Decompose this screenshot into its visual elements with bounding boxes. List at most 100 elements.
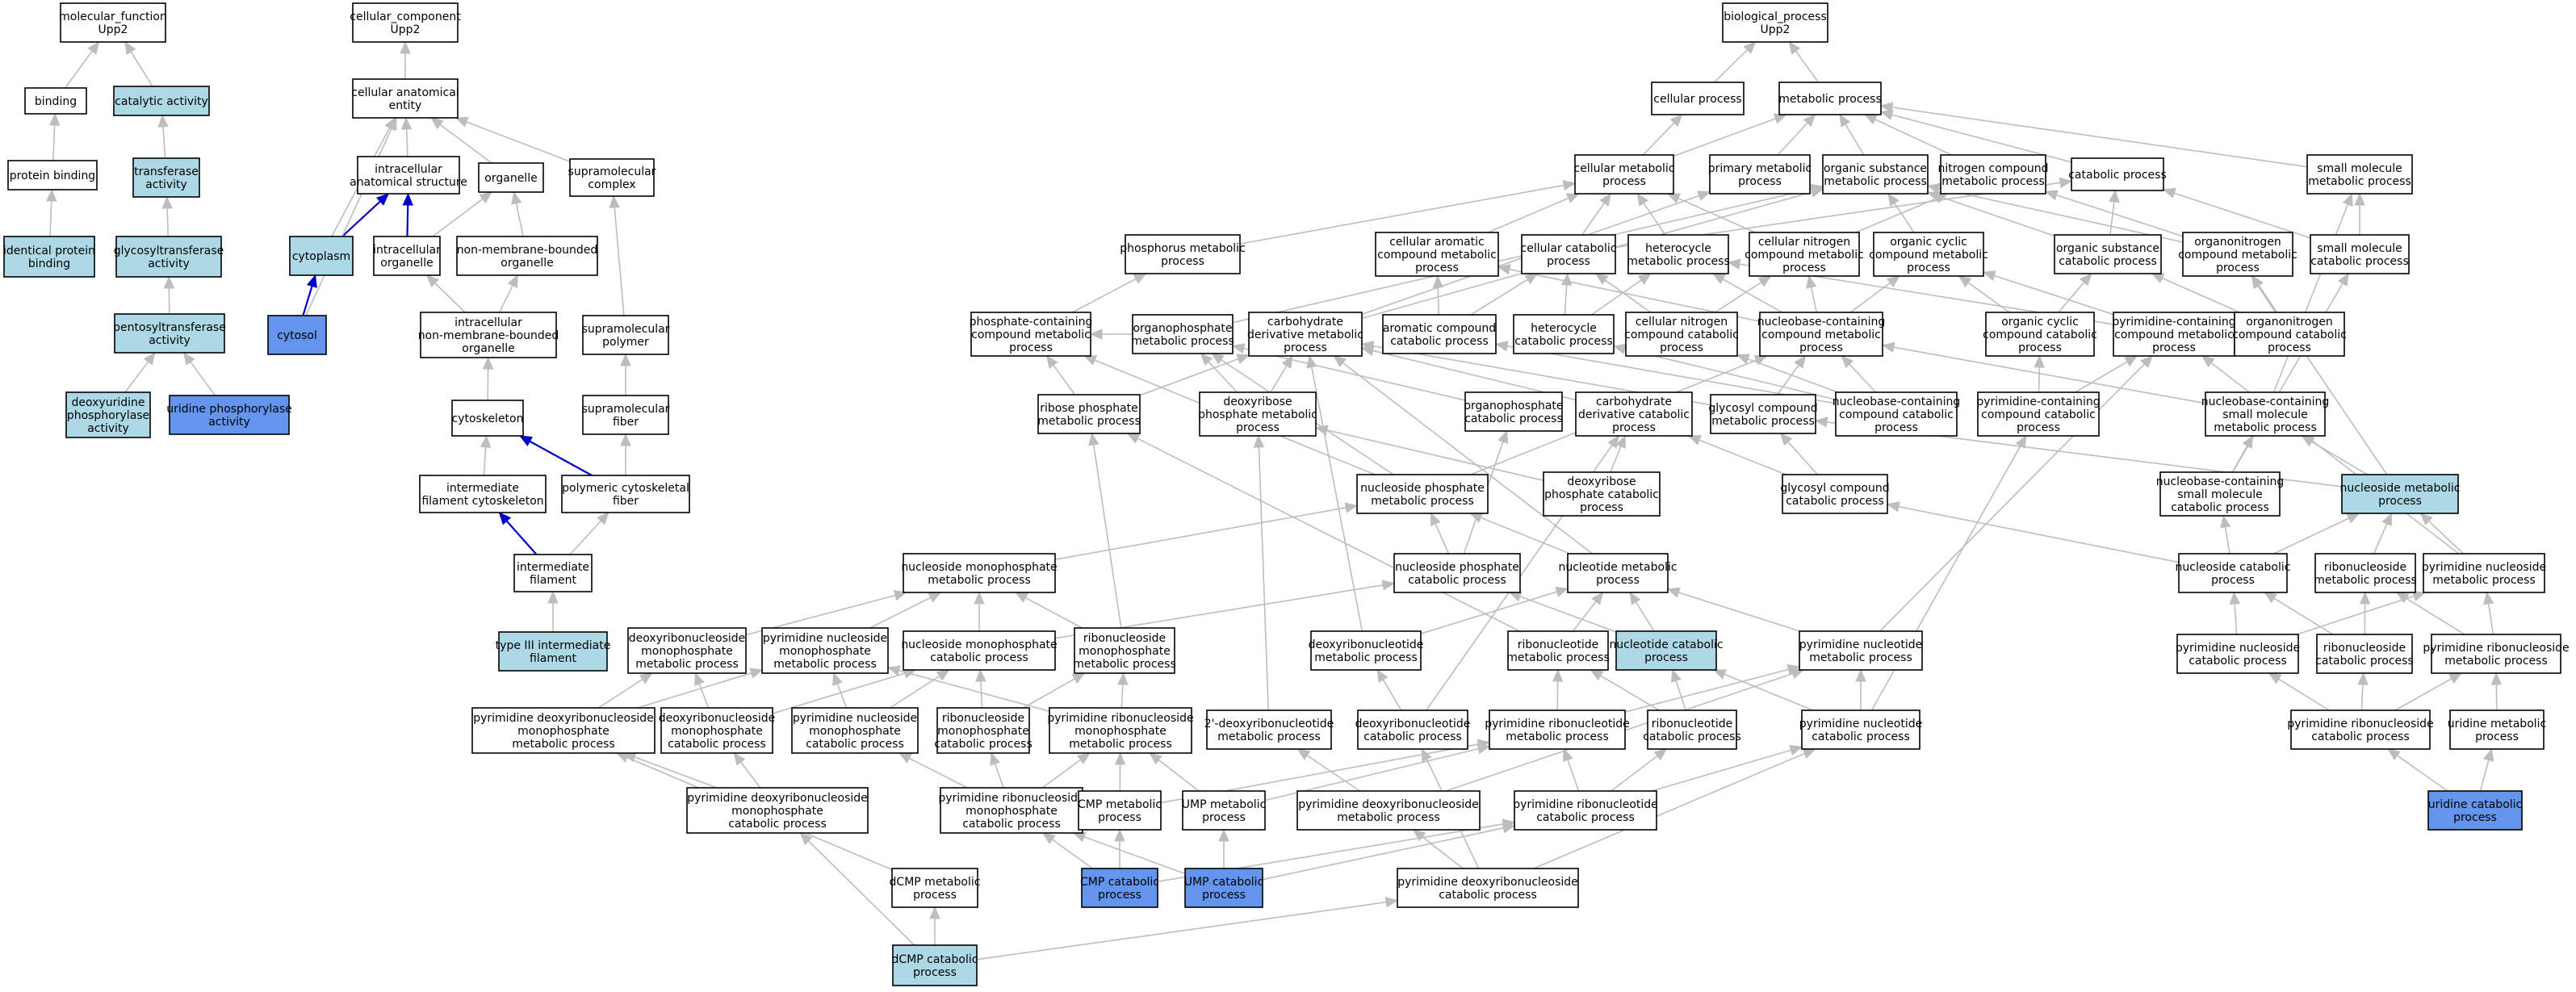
node-label-line: pyrimidine nucleoside [793, 712, 917, 725]
node-label-line: process [1547, 255, 1590, 268]
node-label-line: cellular aromatic [1389, 236, 1485, 249]
node-label-line: process [2216, 262, 2260, 274]
node-label-line: pyrimidine ribonucleotide [1513, 798, 1658, 811]
edge-ribonucleoside_metab-to-nucleoside_metab [2373, 512, 2392, 555]
edge-organic_cyclic_catab-to-organic_subst_catab [2058, 273, 2092, 313]
edge-cmp_metab-to-pyr_ribonucleoside_mp_metab [1114, 751, 1126, 792]
edge-pyr_ribonucleoside_mp_metab-to-ribonucleoside_mp_metab [1117, 672, 1129, 709]
edge-nucleobase_small_metab-to-small_molecule_metab [2272, 192, 2353, 393]
node-label-line: nucleotide catabolic [1609, 638, 1723, 651]
edge-nucleoside_mp_catab-to-nucleoside_mp_metab [974, 591, 985, 631]
node-label-line: catabolic process [1439, 889, 1537, 902]
edge-cmp_catab-to-cmp_metab [1114, 828, 1125, 869]
edge-nucleobase_cont_catab-to-cell_nitrogen_catab [1736, 354, 1838, 393]
edge-organic_cyclic_catab-to-organic_cyclic_metab [1958, 275, 2010, 313]
node-label-line: process [1098, 889, 1141, 902]
edge-phosphorus_metab-to-cellular_metabolic [1239, 179, 1577, 245]
node-label-line: metabolic process [1824, 175, 1927, 188]
node-label-line: nucleoside metabolic [2340, 482, 2461, 495]
node-label-line: UMP metabolic [1182, 798, 1266, 811]
node-label-line: pyrimidine ribonucleoside [938, 792, 1084, 805]
go-term-node-organelle: organelle [478, 162, 544, 193]
node-label-line: pyrimidine nucleoside [763, 632, 887, 645]
node-label-line: ribonucleotide [1518, 638, 1599, 651]
node-label-line: nitrogen compound [1937, 162, 2048, 175]
node-label-line: catalytic activity [115, 95, 208, 108]
edge-pyr_ribonucleotide_catab-to-ribonucleotide_catab [1611, 748, 1668, 792]
node-label-line: ribonucleoside [2323, 642, 2406, 655]
edge-phosphate_containing-to-phosphorus_metab [1071, 273, 1147, 313]
node-label-line: process [2475, 730, 2519, 743]
node-label-line: nucleoside monophosphate [901, 638, 1057, 651]
node-label-line: process [2211, 574, 2255, 587]
node-label-line: organelle [380, 257, 433, 270]
edge-pentosyltransferase-to-glycosyltransferase [163, 275, 175, 315]
node-label-line: monophosphate [1074, 725, 1167, 738]
node-label-line: catabolic process [934, 738, 1032, 751]
node-label-line: pyrimidine ribonucleotide [1485, 718, 1630, 730]
node-label-line: nucleoside catabolic [2176, 561, 2291, 574]
edge-uridine_metab-to-pyr_ribonucleoside_metab [2490, 672, 2503, 711]
edge-small_molecule_catab-to-small_molecule_metab [2354, 192, 2365, 235]
node-label-line: intracellular [375, 163, 442, 176]
edge-pyr_nucleoside_catab-to-pyr_nucleoside_metab [2296, 591, 2427, 635]
node-label-line: ribonucleoside [942, 712, 1024, 725]
edge-nucleotide_metab-to-carb_deriv_metab [1333, 355, 1594, 555]
node-label-line: metabolic process [2308, 175, 2411, 188]
node-label-line: catabolic process [2311, 730, 2410, 743]
node-label-line: glycosyl compound [1708, 402, 1817, 415]
node-label-line: glycosyl compound [1780, 482, 1889, 495]
edge-nucleoside_catab-to-nucleobase_small_catab [2220, 514, 2231, 555]
node-label-line: catabolic process [2059, 255, 2157, 268]
edge-deoxyuridine_phos-to-pentosyltransferase [124, 351, 156, 393]
node-label-line: metabolic process [1314, 651, 1418, 664]
node-label-line: supramolecular [582, 323, 670, 336]
node-label-line: metabolic process [1131, 335, 1234, 348]
go-term-node-catabolic-process: catabolic process [2068, 157, 2167, 191]
edge-ribonucleotide_catab-to-ribonucleotide_metab [1590, 669, 1660, 711]
node-label-line: catabolic process [1363, 730, 1462, 743]
node-label-line: deoxyribonucleoside [629, 632, 746, 645]
edge-ribonucleoside_mp_metab-to-nucleoside_mp_metab [1014, 592, 1083, 629]
node-label-line: activity [145, 178, 187, 191]
node-label-line: non-membrane-bounded [418, 329, 559, 342]
edge-ump_metab-to-pyr_ribonucleoside_mp_metab [1149, 752, 1200, 792]
node-label-line: metabolic process [1627, 255, 1730, 268]
node-label-line: nucleoside phosphate [1395, 561, 1519, 574]
node-label-line: process [1644, 651, 1688, 664]
edge-cytoplasm-to-ias [341, 193, 390, 237]
node-label-line: supramolecular [568, 165, 656, 178]
node-label-line: metabolic process [773, 658, 877, 671]
edge-pyr_ribonucleotide_metab-to-ribonucleotide_metab [1552, 668, 1564, 711]
node-label-line: pyrimidine ribonucleoside [2423, 642, 2569, 655]
edge-dcmp_catab-to-pyr_deoxyribonucleoside_catab [976, 897, 1399, 961]
edge-ribonucleotide_metab-to-nucleotide_metab [1572, 591, 1604, 632]
go-term-node-cytoskeleton: cytoskeleton [451, 400, 524, 437]
edge-transferase-to-catalytic [157, 114, 169, 159]
edge-pyr_ribonucleotide_catab-to-pyr_nucleotide_catab [1651, 745, 1803, 792]
node-label-line: compound metabolic [1761, 329, 1881, 341]
node-label-line: aromatic compound [1383, 322, 1496, 335]
node-label-line: pyrimidine nucleoside [2422, 561, 2546, 574]
edge-supramol_polymer-to-supramol_complex [609, 195, 625, 316]
